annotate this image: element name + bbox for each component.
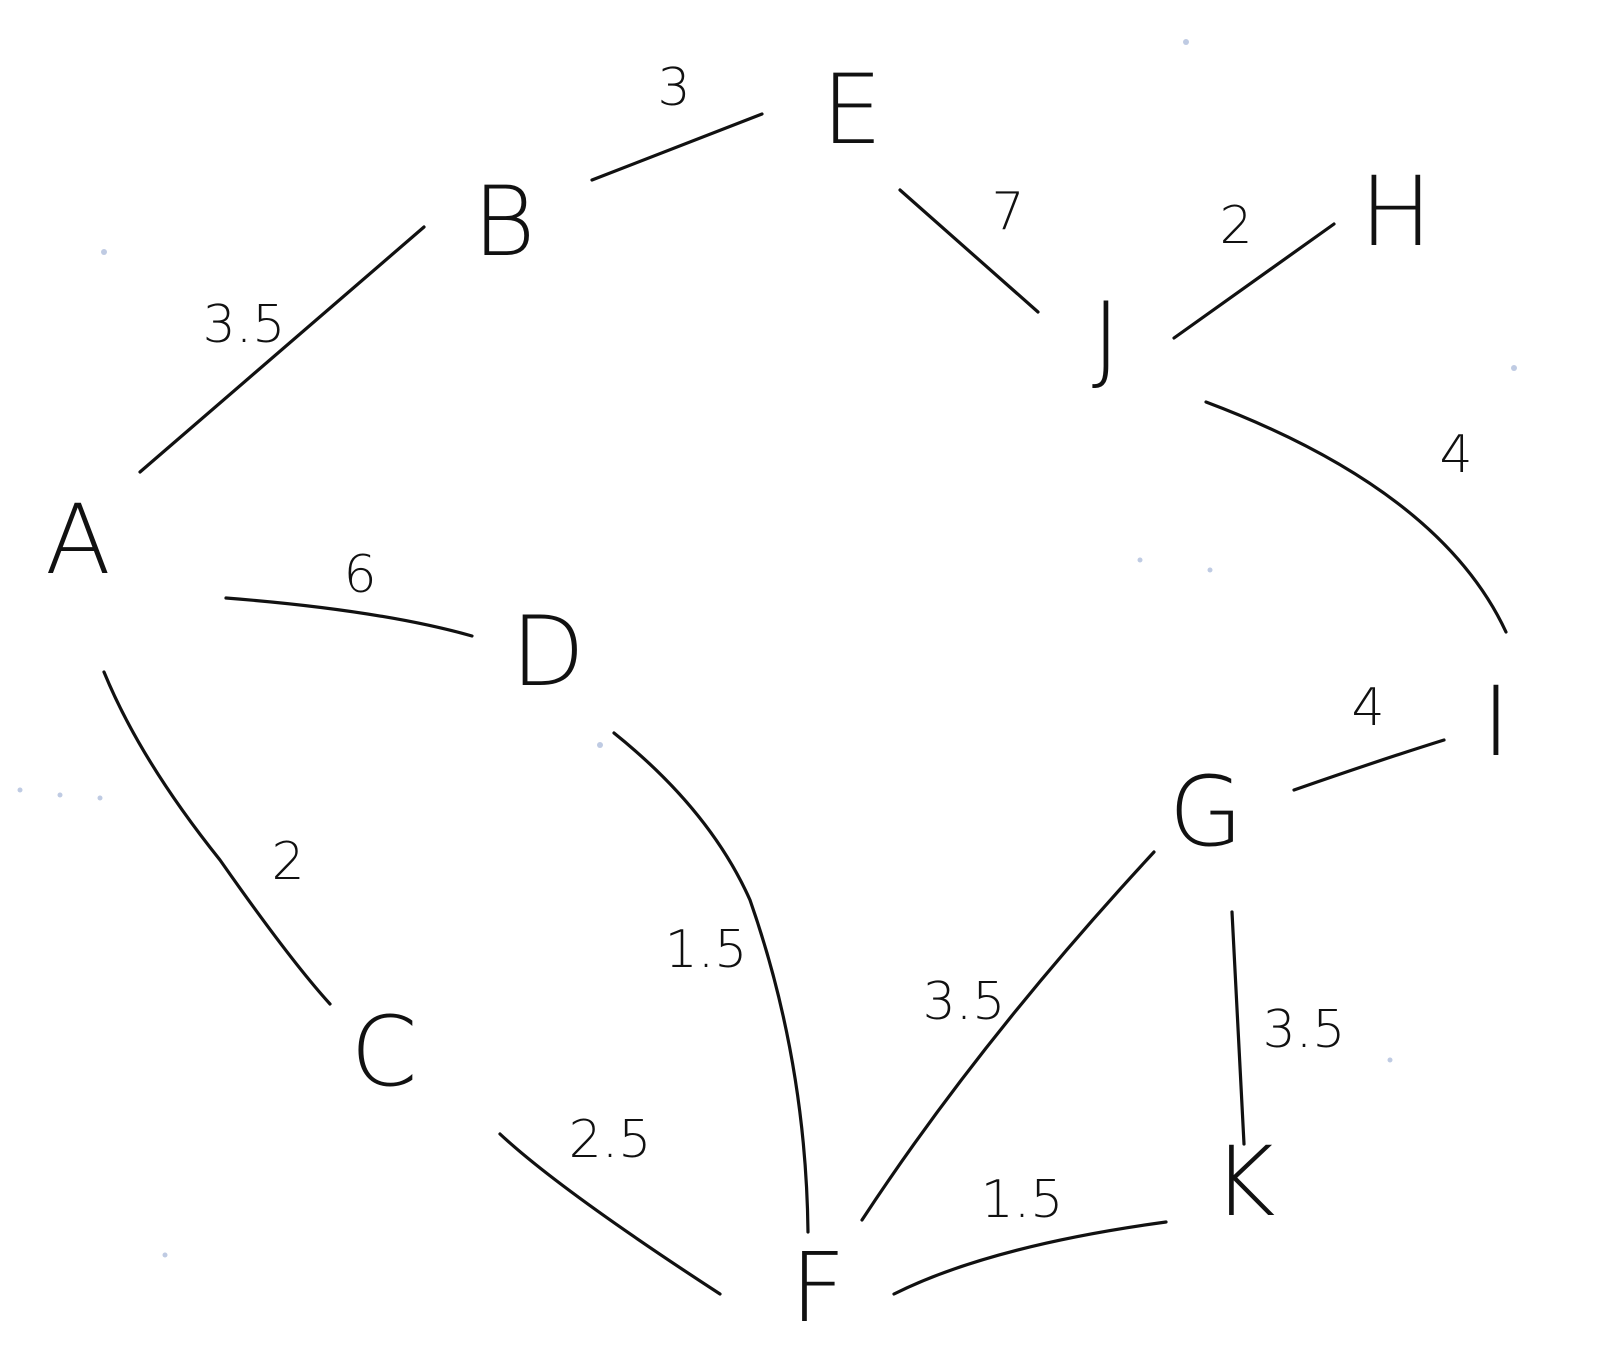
node-h: H [1360,156,1432,268]
edge-d-f [612,731,810,1234]
node-d: D [511,596,585,708]
weight-b-e: 3 [657,58,690,118]
edge-a-d [224,596,474,638]
edge-f-k [892,1220,1168,1296]
edges [102,112,1508,1296]
weight-a-d: 6 [343,545,376,605]
edge-i-g [1292,738,1446,792]
weight-j-h: 2 [1219,196,1252,256]
weight-f-g: 3.5 [923,972,1006,1032]
edge-g-k [1230,910,1246,1146]
node-a: A [45,484,111,596]
weight-i-g: 4 [1351,678,1384,738]
node-f: F [790,1232,845,1344]
node-c: C [350,996,417,1108]
edge-j-i [1204,400,1508,634]
nodes: A B C D E F G H I J K [45,54,1510,1344]
node-k: K [1213,1126,1276,1238]
edge-f-g [860,850,1156,1222]
node-g: G [1169,756,1243,868]
weight-e-j: 7 [991,182,1024,242]
edge-e-j [898,188,1040,314]
weight-a-c: 2 [271,832,304,892]
weight-a-b: 3.5 [203,295,286,355]
weight-c-f: 2.5 [569,1110,652,1170]
node-j: J [1092,282,1120,394]
smudges [17,39,1517,1258]
weight-d-f: 1.5 [665,920,748,980]
edge-j-h [1172,222,1336,340]
weight-j-i: 4 [1439,425,1472,485]
edge-a-b [138,225,426,474]
edge-weights: 3.5 6 2 3 7 2 4 4 1.5 2.5 3.5 3.5 1.5 [203,58,1473,1230]
node-e: E [822,54,883,166]
node-b: B [473,166,536,278]
weight-f-k: 1.5 [981,1170,1064,1230]
edge-b-e [590,112,764,182]
edge-a-c [102,670,332,1006]
edge-c-f [498,1132,722,1296]
node-i: I [1482,666,1510,778]
weight-g-k: 3.5 [1263,1000,1346,1060]
